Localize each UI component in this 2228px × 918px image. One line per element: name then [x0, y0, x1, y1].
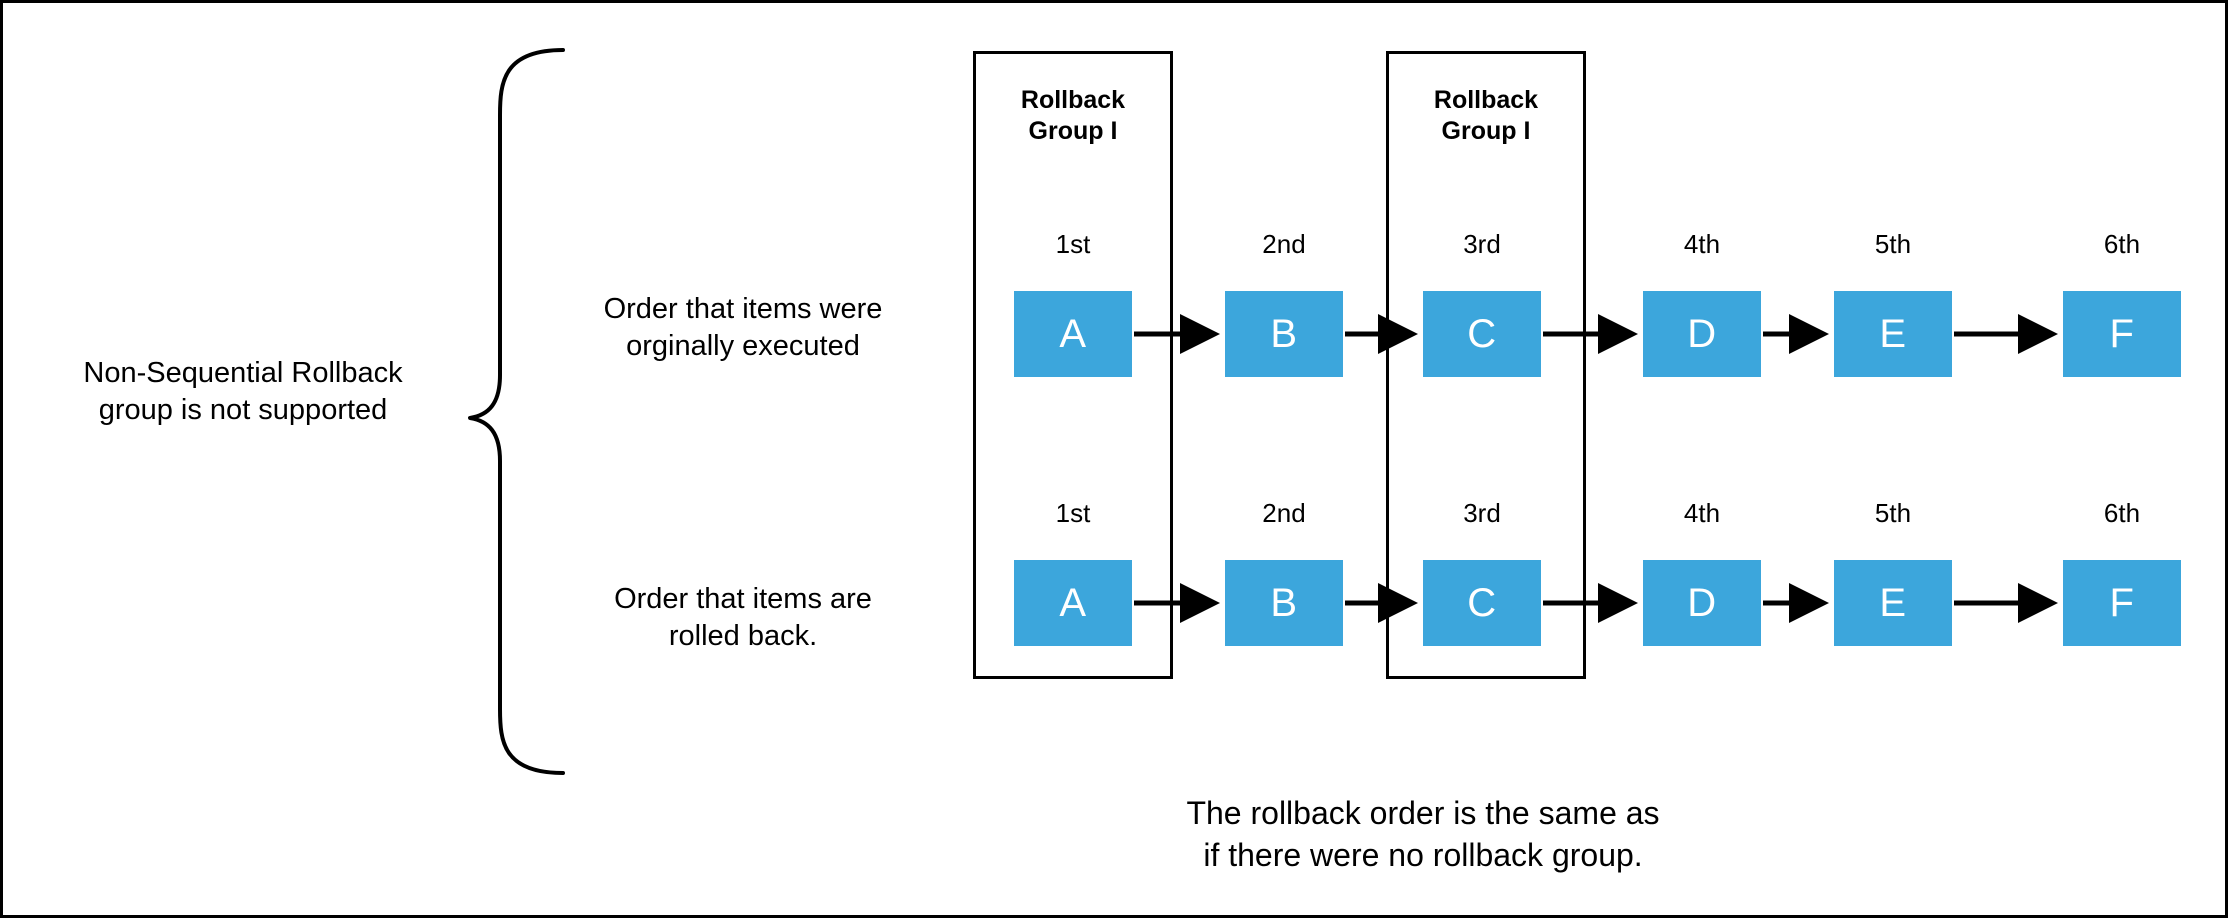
execution-ordinal-3: 3rd	[1463, 229, 1501, 259]
non-sequential-rollback-label-line2: group is not supported	[98, 394, 388, 427]
execution-node-e[interactable]: E	[1834, 291, 1952, 377]
rollback-node-c[interactable]: C	[1423, 560, 1541, 646]
rollback-node-b[interactable]: B	[1225, 560, 1343, 646]
execution-order-row-label: Order that items were orginally executed	[563, 291, 923, 365]
rollback-node-e[interactable]: E	[1834, 560, 1952, 646]
rollback-ordinal-6: 6th	[2103, 498, 2141, 528]
footer-caption: The rollback order is the same as if the…	[1143, 793, 1703, 876]
rollback-group-2-title-line2: Group I	[1441, 116, 1531, 145]
footer-caption-line2: if there were no rollback group.	[1203, 836, 1643, 873]
rollback-ordinal-5: 5th	[1874, 498, 1912, 528]
execution-order-row-label-line2: orginally executed	[626, 330, 860, 363]
footer-caption-line1: The rollback order is the same as	[1186, 795, 1660, 831]
rollback-group-2-title-line1: Rollback	[1433, 86, 1539, 114]
rollback-group-1-title-line1: Rollback	[1020, 86, 1126, 114]
execution-node-c[interactable]: C	[1423, 291, 1541, 377]
rollback-group-1-title-line2: Group I	[1028, 116, 1118, 145]
execution-ordinal-6: 6th	[2103, 229, 2141, 259]
execution-node-f[interactable]: F	[2063, 291, 2181, 377]
execution-ordinal-2: 2nd	[1262, 229, 1306, 259]
rollback-group-1-rect	[973, 51, 1173, 679]
rollback-group-2-rect	[1386, 51, 1586, 679]
rollback-group-2-title: Rollback Group I	[1386, 85, 1586, 146]
non-sequential-rollback-label: Non-Sequential Rollback group is not sup…	[23, 355, 463, 429]
rollback-node-a[interactable]: A	[1014, 560, 1132, 646]
non-sequential-rollback-label-line1: Non-Sequential Rollback	[83, 357, 403, 389]
rollback-group-1-title: Rollback Group I	[973, 85, 1173, 146]
rollback-order-row-label-line2: rolled back.	[668, 620, 818, 653]
rollback-ordinal-2: 2nd	[1262, 498, 1306, 528]
rollback-order-row-label-line1: Order that items are	[614, 583, 872, 615]
execution-node-a[interactable]: A	[1014, 291, 1132, 377]
execution-ordinal-5: 5th	[1874, 229, 1912, 259]
rollback-ordinal-1: 1st	[1055, 498, 1091, 528]
rollback-ordinal-4: 4th	[1683, 498, 1721, 528]
rollback-ordinal-3: 3rd	[1463, 498, 1501, 528]
execution-node-b[interactable]: B	[1225, 291, 1343, 377]
execution-node-d[interactable]: D	[1643, 291, 1761, 377]
execution-order-row-label-line1: Order that items were	[603, 293, 883, 325]
rollback-node-d[interactable]: D	[1643, 560, 1761, 646]
execution-ordinal-1: 1st	[1055, 229, 1091, 259]
execution-ordinal-4: 4th	[1683, 229, 1721, 259]
left-curly-brace	[468, 48, 565, 775]
rollback-order-row-label: Order that items are rolled back.	[563, 581, 923, 655]
rollback-node-f[interactable]: F	[2063, 560, 2181, 646]
